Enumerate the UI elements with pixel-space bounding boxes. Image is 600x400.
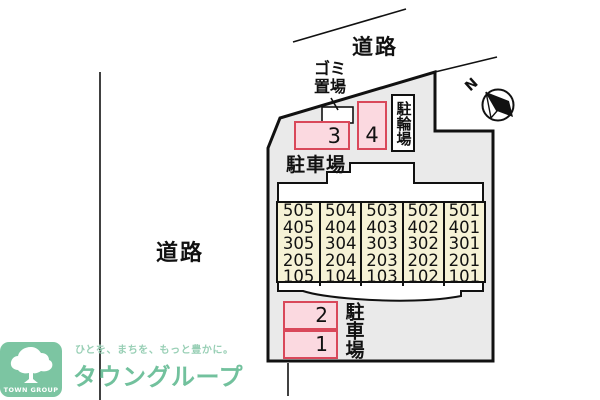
- garbage-area-label: ゴミ 置場: [302, 60, 358, 95]
- tree-shape: [10, 347, 53, 383]
- unit-number: 502: [407, 201, 439, 220]
- unit-number: 305: [282, 234, 315, 253]
- road-label-top: 道路: [352, 35, 398, 59]
- garbage-pointer-line: [330, 97, 339, 111]
- logo-badge-text: TOWN GROUP: [3, 386, 59, 394]
- logo-tagline: ひとを、まちを、もっと豊かに。: [75, 345, 234, 356]
- road-label-left: 道路: [156, 241, 205, 266]
- road-edge-extension-line: [434, 56, 498, 73]
- town-group-logo[interactable]: TOWN GROUP: [0, 342, 62, 397]
- unit-number: 204: [325, 250, 357, 270]
- unit-number: 104: [325, 267, 357, 286]
- tree-icon: [10, 347, 53, 383]
- parking-label-bottom: 駐車場: [342, 302, 365, 359]
- unit-number: 304: [325, 234, 357, 253]
- bicycle-parking-box: 駐輪場: [391, 94, 415, 152]
- unit-number: 504: [325, 201, 357, 220]
- unit-number: 105: [282, 267, 315, 286]
- compass-needle-black-icon: [486, 92, 513, 117]
- unit-number: 102: [407, 267, 439, 286]
- parking-space-2-number: 2: [315, 303, 328, 327]
- unit-number: 404: [325, 217, 357, 237]
- unit-number: 202: [407, 250, 439, 270]
- unit-number: 303: [366, 234, 398, 253]
- unit-number: 403: [366, 217, 398, 237]
- parking-space-4-number: 4: [365, 123, 379, 147]
- unit-number: 301: [448, 234, 481, 253]
- road-line-top: [292, 8, 407, 43]
- unit-number: 101: [448, 267, 481, 286]
- parking-space-3-number: 3: [327, 124, 341, 148]
- unit-grid-column-3: 503 403 303 203 103: [360, 201, 401, 286]
- unit-number: 302: [407, 234, 439, 253]
- unit-grid-column-1: 505 405 305 205 105: [278, 201, 319, 286]
- compass-needle-white-icon: [485, 91, 498, 120]
- parking-space-2: 2: [283, 301, 338, 330]
- unit-number: 203: [366, 250, 398, 270]
- unit-number: 505: [282, 201, 315, 220]
- garbage-label-line1: ゴミ: [313, 59, 346, 78]
- unit-number: 503: [366, 201, 398, 220]
- unit-number: 201: [448, 250, 481, 270]
- unit-grid-column-5: 501 401 301 201 101: [442, 201, 484, 286]
- parking-space-1-number: 1: [315, 332, 328, 356]
- unit-number: 402: [407, 217, 439, 237]
- unit-number: 501: [448, 201, 481, 220]
- bicycle-parking-label: 駐輪場: [394, 100, 413, 146]
- parking-space-1: 1: [283, 330, 338, 359]
- parking-label-top: 駐車場: [286, 154, 347, 176]
- garbage-label-line2: 置場: [313, 76, 346, 96]
- parking-space-3: 3: [294, 121, 350, 150]
- unit-grid-column-4: 502 402 302 202 102: [401, 201, 443, 286]
- parking-space-4: 4: [357, 101, 387, 150]
- unit-number: 205: [282, 250, 315, 270]
- unit-number: 401: [448, 217, 481, 237]
- unit-number-grid: 505 405 305 205 105 504 404 304 204 104 …: [276, 201, 486, 286]
- unit-grid-column-2: 504 404 304 204 104: [319, 201, 360, 286]
- unit-number: 103: [366, 267, 398, 286]
- unit-number: 405: [282, 217, 315, 237]
- logo-brand-text: タウングループ: [73, 363, 244, 391]
